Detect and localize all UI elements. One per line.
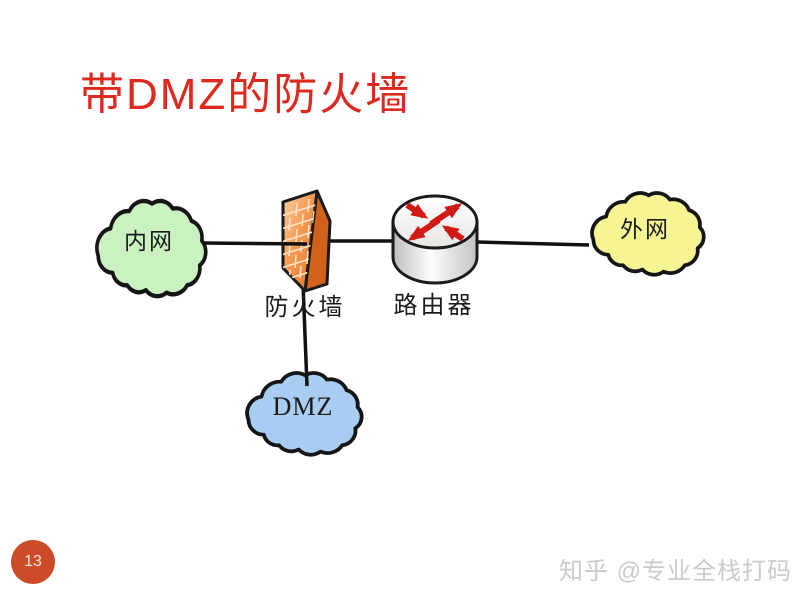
slide-title: 带DMZ的防火墙 xyxy=(80,70,412,119)
router-arrows xyxy=(405,202,465,242)
intranet-label: 内网 xyxy=(124,229,174,254)
firewall-label: 防火墙 xyxy=(265,294,346,321)
edge-intranet-firewall xyxy=(202,241,308,246)
firewall-icon xyxy=(281,189,332,293)
watermark: 知乎 @专业全栈打码 xyxy=(558,558,792,585)
edge-router-internet xyxy=(476,240,590,247)
firewall-front-face xyxy=(281,189,319,293)
page-number: 13 xyxy=(24,553,42,570)
edge-firewall-dmz xyxy=(301,283,309,387)
internet-label: 外网 xyxy=(620,217,670,242)
router-label: 路由器 xyxy=(394,292,475,319)
router-icon xyxy=(391,194,479,285)
page-number-badge: 13 xyxy=(11,540,55,584)
dmz-label: DMZ xyxy=(273,392,334,421)
